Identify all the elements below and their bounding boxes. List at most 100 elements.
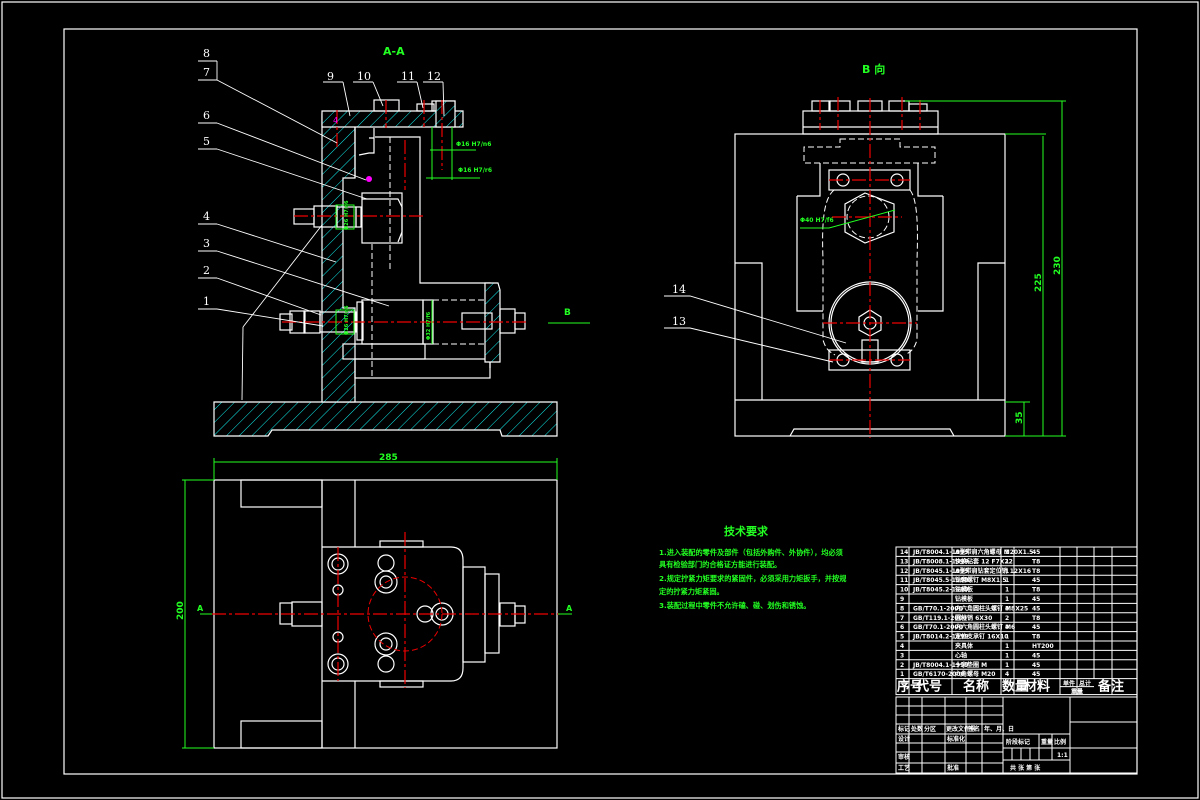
callout-8: 8 xyxy=(203,47,210,60)
title-label: 签名 xyxy=(967,725,980,733)
header-material: 材料 xyxy=(1024,679,1050,695)
dim-bore-top-2: Φ16 H7/r6 xyxy=(458,167,492,174)
title-label: 更改文件号 xyxy=(946,725,976,733)
callout-6: 6 xyxy=(203,109,210,122)
parts-material: T8 xyxy=(1032,587,1040,594)
parts-qty: 1 xyxy=(1005,643,1009,650)
parts-material: 45 xyxy=(1032,596,1040,603)
process-label: 工艺 xyxy=(898,764,910,772)
plan-view: 285 200 A A xyxy=(176,453,573,749)
parts-seq: 6 xyxy=(900,624,904,631)
callout-13: 13 xyxy=(672,315,686,328)
parts-code: JB/T8008.1-1999 xyxy=(912,558,968,565)
parts-name: 十字垫圈 M xyxy=(955,661,987,669)
callout-9: 9 xyxy=(327,70,334,83)
parts-qty: 1 xyxy=(1005,634,1009,641)
callout-1: 1 xyxy=(203,295,210,308)
callout-14: 14 xyxy=(672,283,686,296)
parts-name: A型带肩六角螺母 M20X1.5 xyxy=(955,548,1033,556)
parts-material: T8 xyxy=(1032,615,1040,622)
callout-11: 11 xyxy=(401,70,415,83)
parts-name: 圆柱销 6X30 xyxy=(955,614,992,622)
parts-qty: 1 xyxy=(1005,558,1009,565)
callout-4: 4 xyxy=(203,210,210,223)
parts-row: 9 钻模板 1 45 xyxy=(900,595,1040,603)
dim-height-overall: 230 xyxy=(1053,256,1063,275)
reviewer-label: 审核 xyxy=(898,753,910,761)
parts-code: GB/T70.1-2000 xyxy=(913,605,963,612)
header-weight: 重量 xyxy=(1071,688,1083,696)
parts-qty: 2 xyxy=(1005,615,1009,622)
parts-name: 钻模板 xyxy=(955,595,974,603)
weight-label: 重量 xyxy=(1041,738,1053,746)
view-b-title: B 向 xyxy=(862,62,885,76)
tech-line-4: 定的拧紧力矩紧固。 xyxy=(658,587,724,596)
tech-title: 技术要求 xyxy=(724,524,769,538)
header-qty: 数量 xyxy=(1002,679,1028,695)
inner-border xyxy=(63,28,1138,775)
header-name: 名称 xyxy=(963,679,989,695)
header-total-weight: 总计 xyxy=(1079,680,1091,688)
parts-code: JB/T8045.2-1999 xyxy=(912,587,968,594)
parts-code: JB/T8004.1-1999 xyxy=(912,662,968,669)
parts-seq: 1 xyxy=(900,671,904,678)
parts-material: T8 xyxy=(1032,558,1040,565)
view-arrow-label: B xyxy=(564,308,571,318)
parts-qty: 4 xyxy=(1005,624,1009,631)
parts-qty: 1 xyxy=(1005,549,1009,556)
parts-name: 钻套螺钉 M8X1.5 xyxy=(955,576,1007,584)
dim-bore-view-b: Φ40 H7/f6 xyxy=(800,217,834,224)
section-mark-right: A xyxy=(566,604,573,613)
parts-code: JB/T8014.2-1999 xyxy=(912,634,968,641)
parts-material: 45 xyxy=(1032,652,1040,659)
parts-material: 45 xyxy=(1032,605,1040,612)
title-label: 处数 xyxy=(910,725,924,733)
parts-material: 45 xyxy=(1032,662,1040,669)
tech-line-5: 3.装配过程中零件不允许磕、碰、划伤和锈蚀。 xyxy=(659,601,810,610)
parts-qty: 1 xyxy=(1005,577,1009,584)
callout-12: 12 xyxy=(427,70,441,83)
header-remark: 备注 xyxy=(1097,679,1124,695)
parts-qty: 1 xyxy=(1005,652,1009,659)
dim-height-base: 35 xyxy=(1015,411,1025,424)
dim-height-body: 225 xyxy=(1034,273,1044,292)
callout-3: 3 xyxy=(203,237,210,250)
parts-seq: 5 xyxy=(900,634,904,641)
title-label: 标记 xyxy=(897,725,910,733)
parts-qty: 1 xyxy=(1005,587,1009,594)
designer-label: 设计 xyxy=(898,735,910,743)
parts-name: 心轴 xyxy=(955,651,967,659)
title-block: 标记处数分区更改文件号签名年、月、日设计标准化审核工艺批准阶段标记重量比例1:1… xyxy=(895,696,1138,774)
parts-seq: 12 xyxy=(900,568,908,575)
parts-seq: 10 xyxy=(900,587,908,594)
callout-5: 5 xyxy=(203,135,210,148)
parts-seq: 13 xyxy=(900,558,908,565)
dim-plan-height: 200 xyxy=(176,601,186,620)
parts-seq: 9 xyxy=(900,596,904,603)
standardization-label: 标准化 xyxy=(946,735,965,743)
stage-mark-label: 阶段标记 xyxy=(1006,738,1030,746)
parts-qty: 1 xyxy=(1005,596,1009,603)
parts-material: HT200 xyxy=(1032,643,1054,650)
parts-material: 45 xyxy=(1032,624,1040,631)
dim-bore-lower: Φ26 H7/n6 xyxy=(344,305,350,335)
dim-bore-top-1: Φ16 H7/n6 xyxy=(456,141,491,148)
tech-line-3: 2.规定拧紧力矩要求的紧固件，必须采用力矩扳手，并按规 xyxy=(659,574,847,583)
parts-seq: 11 xyxy=(900,577,908,584)
parts-code: JB/T8004.1-1999 xyxy=(912,549,968,556)
svg-text:4: 4 xyxy=(333,116,338,125)
callout-2: 2 xyxy=(203,264,210,277)
